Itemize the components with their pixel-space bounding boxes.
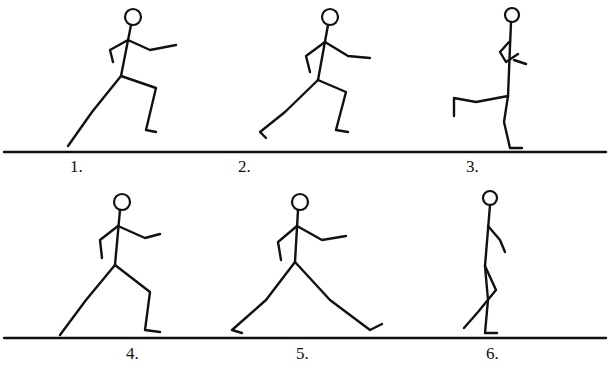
callout-number: 3. [466,158,479,175]
callout-number: 6. [486,345,499,362]
ground-line [4,337,606,339]
callout-number: 5. [296,345,309,362]
stick-figure [60,194,160,335]
ground-line [4,151,606,153]
stick-figure [260,9,370,138]
callout-number: 4. [126,345,139,362]
callout-number: 2. [238,158,251,175]
stick-figure [454,8,526,148]
stick-figure [464,191,505,333]
stick-figure [68,9,176,146]
stick-figure [232,194,382,333]
callout-number: 1. [70,158,83,175]
